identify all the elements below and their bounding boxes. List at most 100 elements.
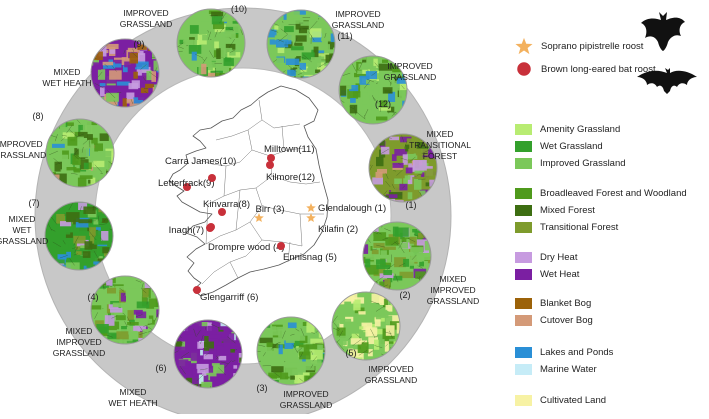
bubble-number-11: (11) bbox=[337, 31, 352, 41]
site-label-2: Kilafin (2) bbox=[318, 224, 358, 235]
site-label-10: Carra James(10) bbox=[165, 156, 236, 167]
site-label-6: Glengarriff (6) bbox=[200, 292, 258, 303]
legend-label: Improved Grassland bbox=[540, 158, 626, 169]
legend-swatch bbox=[515, 141, 532, 152]
legend-swatch bbox=[515, 222, 532, 233]
legend-swatch bbox=[515, 269, 532, 280]
legend-label: Dry Heat bbox=[540, 252, 577, 263]
bubble-number-12: (12) bbox=[375, 99, 391, 109]
bubble-number-8: (8) bbox=[33, 111, 44, 121]
habitat-label-7: MIXED bbox=[9, 214, 36, 224]
land-cover-legend-item: Blanket Bog bbox=[515, 297, 591, 309]
land-cover-legend-item: Transitional Forest bbox=[515, 221, 618, 233]
bubble-number-7: (7) bbox=[29, 198, 40, 208]
land-cover-legend-item: Mixed Forest bbox=[515, 204, 595, 216]
legend-swatch bbox=[515, 252, 532, 263]
legend-label: Transitional Forest bbox=[540, 222, 618, 233]
site-label-1: Glendalough (1) bbox=[318, 203, 386, 214]
habitat-label-10: GRASSLAND bbox=[120, 19, 172, 29]
site-label-3: Birr (3) bbox=[255, 204, 284, 215]
dot-icon bbox=[515, 60, 533, 78]
bubble-number-10: (10) bbox=[231, 4, 247, 14]
site-label-12: Kilmore(12) bbox=[266, 172, 315, 183]
habitat-label-4: MIXED bbox=[66, 326, 93, 336]
habitat-label-6: WET HEATH bbox=[108, 398, 157, 408]
bat-flying-icon bbox=[637, 67, 697, 95]
legend-label: Cutover Bog bbox=[540, 315, 593, 326]
legend-label: Marine Water bbox=[540, 364, 597, 375]
legend-swatch bbox=[515, 124, 532, 135]
brown-roost-marker bbox=[206, 224, 214, 232]
legend-label: Broadleaved Forest and Woodland bbox=[540, 188, 687, 199]
habitat-label-6: MIXED bbox=[120, 387, 147, 397]
legend-label: Lakes and Ponds bbox=[540, 347, 613, 358]
habitat-label-3: IMPROVED bbox=[283, 389, 328, 399]
land-cover-legend-item: Broadleaved Forest and Woodland bbox=[515, 187, 687, 199]
land-cover-legend-item: Lakes and Ponds bbox=[515, 346, 613, 358]
habitat-label-11: IMPROVED bbox=[335, 9, 380, 19]
site-label-4: Drompre wood (4) bbox=[208, 242, 285, 253]
legend-swatch bbox=[515, 364, 532, 375]
legend-label: Wet Heat bbox=[540, 269, 579, 280]
bubble-number-3: (3) bbox=[257, 383, 268, 393]
bubble-number-6: (6) bbox=[156, 363, 167, 373]
legend-label: Blanket Bog bbox=[540, 298, 591, 309]
brown-legend-row: Brown long-eared bat roost bbox=[515, 60, 656, 78]
legend-label: Amenity Grassland bbox=[540, 124, 620, 135]
land-cover-legend-item: Dry Heat bbox=[515, 251, 577, 263]
land-cover-legend-item: Wet Heat bbox=[515, 268, 579, 280]
habitat-label-2: GRASSLAND bbox=[427, 296, 479, 306]
habitat-label-12: IMPROVED bbox=[387, 61, 432, 71]
habitat-label-10: IMPROVED bbox=[123, 8, 168, 18]
legend-swatch bbox=[515, 205, 532, 216]
habitat-label-4: GRASSLAND bbox=[53, 348, 105, 358]
bubble-number-5: (5) bbox=[346, 348, 357, 358]
soprano-legend-row: Soprano pipistrelle roost bbox=[515, 37, 643, 55]
habitat-label-11: GRASSLAND bbox=[332, 20, 384, 30]
legend-label: Cultivated Land bbox=[540, 395, 606, 406]
habitat-label-1: TRANSITIONAL bbox=[409, 140, 471, 150]
legend-swatch bbox=[515, 158, 532, 169]
land-cover-legend-item: Improved Grassland bbox=[515, 157, 626, 169]
site-label-11: Milltown(11) bbox=[264, 144, 315, 155]
habitat-label-2: MIXED bbox=[440, 274, 467, 284]
site-label-5: Ennisnag (5) bbox=[283, 252, 337, 263]
brown-roost-marker bbox=[277, 242, 285, 250]
habitat-label-4: IMPROVED bbox=[56, 337, 101, 347]
habitat-label-8: GRASSLAND bbox=[0, 150, 46, 160]
habitat-label-12: GRASSLAND bbox=[384, 72, 436, 82]
habitat-label-5: IMPROVED bbox=[368, 364, 413, 374]
habitat-label-7: WET bbox=[13, 225, 32, 235]
bubble-number-9: (9) bbox=[134, 39, 145, 49]
habitat-label-1: FOREST bbox=[423, 151, 457, 161]
bubble-number-1: (1) bbox=[406, 200, 417, 210]
land-cover-legend-item: Cultivated Land bbox=[515, 394, 606, 406]
habitat-label-7: GRASSLAND bbox=[0, 236, 48, 246]
site-label-9: Letterfrack(9) bbox=[158, 178, 215, 189]
land-cover-legend-item: Cutover Bog bbox=[515, 314, 593, 326]
brown-roost-marker bbox=[266, 161, 274, 169]
land-cover-legend-item: Wet Grassland bbox=[515, 140, 603, 152]
habitat-label-9: MIXED bbox=[54, 67, 81, 77]
habitat-label-9: WET HEATH bbox=[42, 78, 91, 88]
legend-label: Wet Grassland bbox=[540, 141, 603, 152]
legend-swatch bbox=[515, 188, 532, 199]
habitat-label-5: GRASSLAND bbox=[365, 375, 417, 385]
legend-swatch bbox=[515, 315, 532, 326]
land-cover-legend-item: Marine Water bbox=[515, 363, 597, 375]
site-label-8: Kinvarra(8) bbox=[203, 199, 250, 210]
bubble-number-4: (4) bbox=[88, 292, 99, 302]
brown-roost-marker bbox=[267, 154, 275, 162]
legend-swatch bbox=[515, 395, 532, 406]
legend-swatch bbox=[515, 298, 532, 309]
legend-swatch bbox=[515, 347, 532, 358]
land-cover-legend-item: Amenity Grassland bbox=[515, 123, 620, 135]
habitat-label-2: IMPROVED bbox=[430, 285, 475, 295]
star-icon bbox=[515, 37, 533, 55]
bat-silhouette-icon bbox=[641, 12, 687, 52]
soprano-legend-label: Soprano pipistrelle roost bbox=[541, 41, 643, 52]
site-label-7: Inagh(7) bbox=[169, 225, 204, 236]
habitat-label-1: MIXED bbox=[427, 129, 454, 139]
brown-roost-marker bbox=[208, 174, 216, 182]
